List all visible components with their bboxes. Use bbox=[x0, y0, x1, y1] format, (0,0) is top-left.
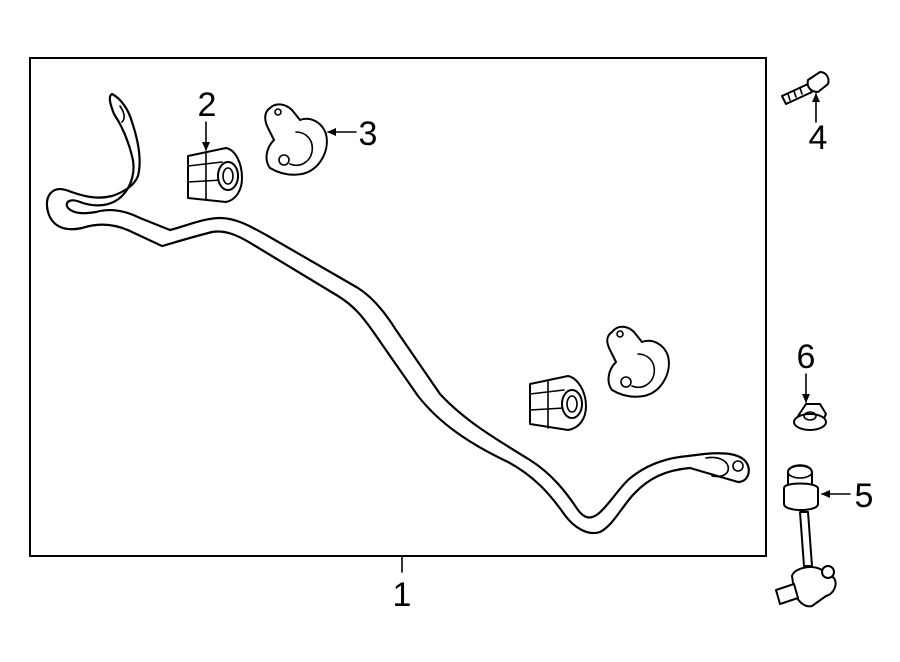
callout-2: 2 bbox=[198, 86, 217, 124]
callout-3: 3 bbox=[359, 115, 378, 153]
stabilizer-bar[interactable] bbox=[45, 92, 750, 535]
bracket-lower[interactable] bbox=[606, 325, 670, 398]
callout-4: 4 bbox=[809, 119, 828, 157]
nut[interactable] bbox=[793, 403, 827, 431]
callout-5: 5 bbox=[855, 477, 874, 515]
callout-6: 6 bbox=[797, 338, 816, 376]
bracket-upper[interactable] bbox=[264, 103, 328, 176]
callout-1: 1 bbox=[393, 576, 412, 614]
callout-leaders bbox=[202, 93, 851, 573]
assembly-frame bbox=[29, 57, 767, 557]
stabilizer-link[interactable] bbox=[775, 464, 837, 608]
bushing-lower[interactable] bbox=[529, 375, 587, 431]
bushing-upper[interactable] bbox=[187, 147, 243, 203]
bolt[interactable] bbox=[781, 71, 830, 105]
